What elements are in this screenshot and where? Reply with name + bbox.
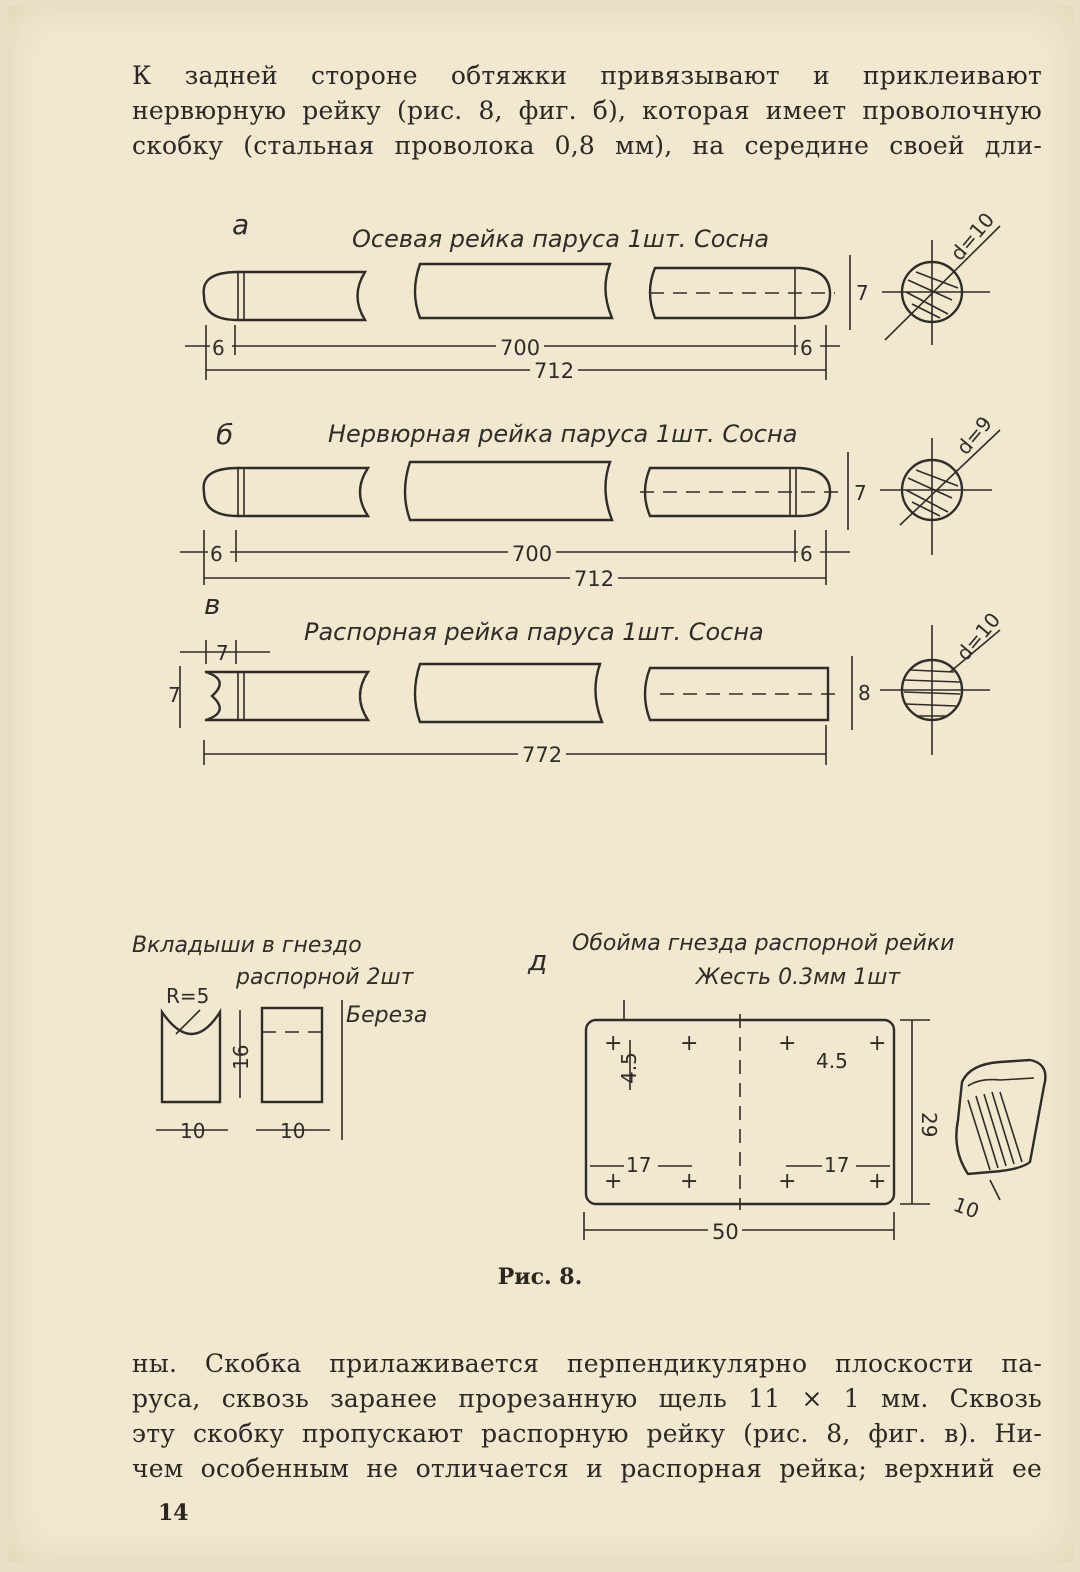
rod-slot — [204, 670, 221, 722]
rod-segment — [413, 262, 614, 320]
inserts-material: Береза — [346, 1003, 427, 1028]
clip-dim-left-horizontal: 17 — [626, 1153, 651, 1177]
text-line: К задней стороне обтяжки привязывают и п… — [132, 61, 1042, 90]
hole-mark: + — [604, 1169, 622, 1194]
book-page — [8, 6, 1074, 1562]
clip-dim-right-horizontal: 17 — [824, 1153, 849, 1177]
part-v-drawing: в Распорная рейка паруса 1шт. Сосна 7 7 … — [168, 588, 1005, 767]
text-line: ны. Скобка прилаживается перпендикулярно… — [132, 1349, 1042, 1378]
text-line: чем особенным не отличается и распорная … — [132, 1454, 1042, 1483]
figure-caption: Рис. 8. — [497, 1264, 583, 1290]
part-v-title: Распорная рейка паруса 1шт. Сосна — [304, 618, 764, 646]
hole-mark: + — [778, 1031, 796, 1056]
inserts-width-right: 10 — [280, 1119, 305, 1143]
clip-drawing: д Обойма гнезда распорной рейки Жесть 0.… — [527, 931, 1047, 1244]
part-v-slot-height: 7 — [168, 683, 181, 707]
rod-segment — [413, 662, 604, 724]
hole-mark: + — [868, 1031, 886, 1056]
part-v-dim-total: 772 — [522, 743, 562, 767]
clip-dim-side: 10 — [950, 1192, 982, 1223]
paragraph-bottom: ны. Скобка прилаживается перпендикулярно… — [132, 1346, 1042, 1486]
part-b-letter: б — [216, 418, 233, 451]
part-a-drawing: а Осевая рейка паруса 1шт. Сосна 7 6 700… — [185, 208, 1001, 383]
hole-mark: + — [604, 1031, 622, 1056]
rod-segment — [648, 266, 832, 320]
text-line: эту скобку пропускают распорную рейку (р… — [132, 1419, 1042, 1448]
hole-mark: + — [868, 1169, 886, 1194]
part-b-height-dim: 7 — [854, 481, 867, 505]
rod-segment — [403, 460, 614, 522]
clip-title-line1: Обойма гнезда распорной рейки — [572, 931, 954, 956]
insert-profile — [160, 1007, 222, 1104]
page-number: 14 — [158, 1500, 189, 1526]
part-v-letter: в — [204, 588, 221, 621]
part-b-title: Нервюрная рейка паруса 1шт. Сосна — [328, 420, 797, 448]
rod-segment — [204, 670, 371, 722]
part-a-dim-right: 6 — [800, 336, 813, 360]
inserts-radius: R=5 — [166, 984, 209, 1008]
text-line: руса, сквозь заранее прорезанную щель 11… — [132, 1384, 1042, 1413]
inserts-drawing: Вкладыши в гнездо распорной 2шт Береза R… — [132, 933, 427, 1143]
part-a-title: Осевая рейка паруса 1шт. Сосна — [352, 225, 769, 253]
part-b-diameter: d=9 — [951, 411, 997, 459]
text-line: нервюрную рейку (рис. 8, фиг. б), котора… — [132, 96, 1042, 125]
inserts-title-line2: распорной 2шт — [235, 965, 415, 990]
hole-mark: + — [778, 1169, 796, 1194]
clip-letter: д — [527, 944, 547, 977]
hole-mark: + — [680, 1169, 698, 1194]
inserts-title-line1: Вкладыши в гнездо — [132, 933, 362, 958]
text-line: скобку (стальная проволока 0,8 мм), на с… — [132, 131, 1042, 160]
clip-dim-height: 29 — [917, 1112, 941, 1137]
part-v-slot-width: 7 — [216, 641, 229, 665]
clip-dim-left-vertical: 4.5 — [617, 1052, 641, 1084]
insert-block — [260, 1006, 324, 1104]
part-a-dim-total: 712 — [534, 359, 574, 383]
clip-dim-right-vertical: 4.5 — [816, 1049, 848, 1073]
part-a-diameter: d=10 — [945, 208, 999, 265]
part-a-height-dim: 7 — [856, 281, 869, 305]
part-b-dim-total: 712 — [574, 567, 614, 591]
part-b-drawing: б Нервюрная рейка паруса 1шт. Сосна 7 6 … — [180, 411, 1001, 591]
rod-segment — [236, 466, 371, 518]
inserts-height: 16 — [229, 1045, 253, 1070]
part-b-dim-main: 700 — [512, 542, 552, 566]
rod-segment — [236, 270, 368, 322]
inserts-width-left: 10 — [180, 1119, 205, 1143]
rod-segment — [643, 666, 830, 722]
rod-tip — [202, 270, 240, 322]
part-b-dim-right: 6 — [800, 542, 813, 566]
part-a-dim-left: 6 — [212, 336, 225, 360]
clip-perspective-sketch — [955, 1058, 1047, 1176]
part-b-dim-left: 6 — [210, 542, 223, 566]
part-a-letter: а — [232, 208, 249, 241]
clip-title-line2: Жесть 0.3мм 1шт — [694, 965, 901, 990]
part-v-diameter: d=10 — [951, 608, 1005, 665]
paragraph-top: К задней стороне обтяжки привязывают и п… — [132, 58, 1042, 163]
part-v-height-dim: 8 — [858, 681, 871, 705]
clip-dim-width: 50 — [712, 1220, 739, 1244]
rod-tip — [202, 466, 240, 518]
rod-segment — [643, 466, 832, 518]
hole-mark: + — [680, 1031, 698, 1056]
